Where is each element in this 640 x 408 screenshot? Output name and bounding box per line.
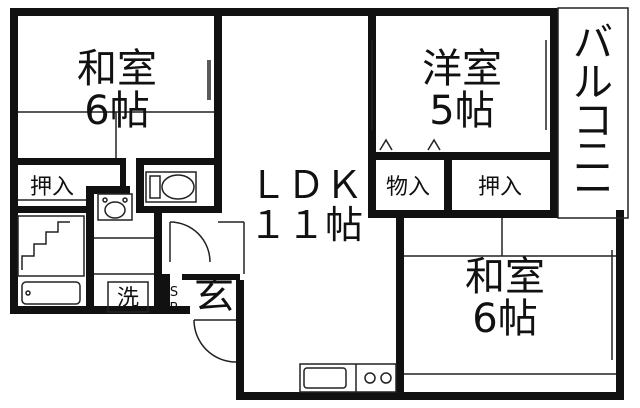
oshiire-e-label: 押入 bbox=[478, 175, 522, 200]
genkan-label: 玄 bbox=[194, 272, 234, 318]
balcony-char: ー bbox=[573, 168, 613, 214]
balcony-label: バ ル コ ニ ー bbox=[573, 20, 613, 214]
balcony-char: ニ bbox=[573, 134, 613, 180]
washitsu-nw-label-2: 6帖 bbox=[84, 88, 149, 134]
shoe-box-s: S bbox=[170, 285, 178, 300]
interior-lines bbox=[17, 7, 629, 393]
ldk-label-2: １１帖 bbox=[249, 203, 363, 247]
washitsu-se-label-1: 和室 bbox=[465, 254, 545, 300]
sentaku-label: 洗 bbox=[117, 286, 139, 311]
yoshitsu-label-2: 5帖 bbox=[429, 88, 494, 134]
walls bbox=[10, 8, 624, 400]
storage-labels: 押入 物入 押入 bbox=[30, 175, 522, 200]
balcony-char: バ bbox=[573, 20, 613, 66]
yoshitsu-label-1: 洋室 bbox=[422, 46, 502, 92]
washitsu-se-label-2: 6帖 bbox=[472, 296, 537, 342]
monoire-label: 物入 bbox=[386, 175, 430, 200]
ldk-label-1: ＬＤＫ bbox=[249, 163, 363, 207]
room-labels: 和室 6帖 洋室 5帖 ＬＤＫ １１帖 和室 6帖 バ ル コ ニ ー bbox=[77, 20, 613, 342]
fixture-labels: 洗 玄 S B bbox=[117, 272, 234, 318]
shoe-box-b: B bbox=[170, 301, 179, 316]
oshiire-w-label: 押入 bbox=[30, 175, 74, 200]
balcony-char: コ bbox=[573, 98, 613, 144]
washitsu-nw-label-1: 和室 bbox=[77, 46, 157, 92]
balcony-char: ル bbox=[573, 60, 613, 106]
